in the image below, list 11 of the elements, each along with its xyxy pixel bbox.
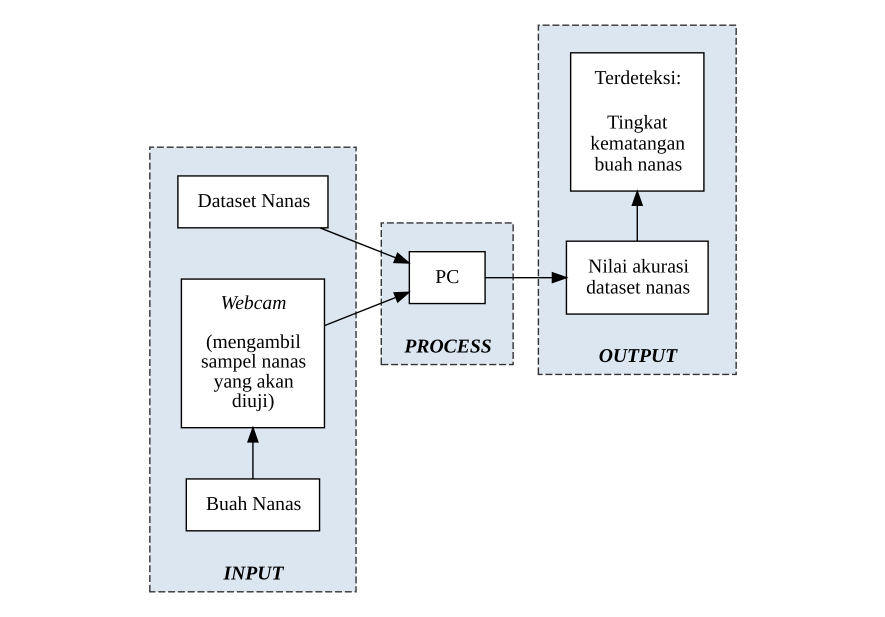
node-box: Dataset Nanas xyxy=(176,175,328,229)
node-box: Buah Nanas xyxy=(185,478,320,532)
node-box: Nilai akurasi dataset nanas xyxy=(565,240,708,315)
arrow xyxy=(484,272,568,284)
node-box: PC xyxy=(408,250,486,304)
arrow xyxy=(319,227,410,264)
arrow xyxy=(630,189,643,242)
node-box: Terdeteksi: Tingkat kematangan buah nanas xyxy=(569,52,704,192)
arrow xyxy=(246,426,258,479)
arrow xyxy=(324,291,410,326)
node-box: Webcam (mengambil sampel nanas yang akan diuji) xyxy=(180,278,325,428)
